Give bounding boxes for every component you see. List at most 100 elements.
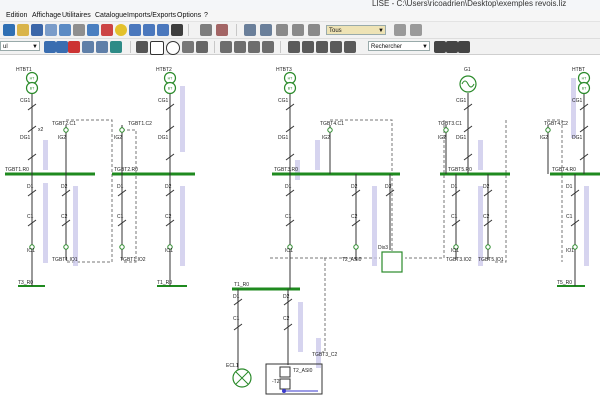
switch-icon[interactable] xyxy=(316,41,328,53)
menu-edition[interactable]: Edition xyxy=(6,12,28,19)
horizontal-line-icon[interactable] xyxy=(234,41,246,53)
save-icon[interactable] xyxy=(31,24,43,36)
aux-ig-4: IG2 xyxy=(438,135,446,141)
menu-imports-exports[interactable]: Imports/Exports xyxy=(127,12,177,19)
separator xyxy=(280,41,281,53)
layer-select-value: ul xyxy=(3,44,8,50)
export-icon[interactable] xyxy=(59,24,71,36)
catalog-icon[interactable] xyxy=(157,24,169,36)
io-label: IO1 xyxy=(27,248,35,254)
document-icon[interactable] xyxy=(87,24,99,36)
layer-select[interactable]: ul ▼ xyxy=(0,41,40,51)
ecl-label: ECL1 xyxy=(226,363,239,369)
search-combo[interactable]: Rechercher ▼ xyxy=(368,41,430,51)
menu-affichage[interactable]: Affichage xyxy=(32,12,62,19)
ruler-icon[interactable] xyxy=(216,24,228,36)
aux-cable-4: TGBT3.C1 xyxy=(438,121,462,127)
feeder-end-4: TGBT3.IO2 xyxy=(446,257,472,263)
menu-help[interactable]: ? xyxy=(204,12,208,19)
separator xyxy=(188,24,189,36)
menu-utilitaires[interactable]: Utilitaires xyxy=(62,12,91,19)
cable-icon[interactable] xyxy=(330,41,342,53)
pointer-icon[interactable] xyxy=(136,41,148,53)
ellipse-icon[interactable] xyxy=(166,41,180,55)
zoom-in-icon[interactable] xyxy=(244,24,256,36)
d-label: D2 xyxy=(483,184,490,190)
asi-container[interactable] xyxy=(265,363,323,395)
new-file-icon[interactable] xyxy=(3,24,15,36)
printer-icon[interactable] xyxy=(73,24,85,36)
balance-icon[interactable] xyxy=(410,24,422,36)
sheet-icon[interactable] xyxy=(143,24,155,36)
bus-label-3: TGBT3.R0 xyxy=(274,167,298,173)
connector-icon[interactable] xyxy=(248,41,260,53)
junction-icon[interactable] xyxy=(262,41,274,53)
text-icon[interactable] xyxy=(196,41,208,53)
small-bus-3: T5_R0 xyxy=(557,280,572,286)
vertical-line-icon[interactable] xyxy=(220,41,232,53)
cg-label-1: CG1 xyxy=(20,98,31,104)
open-folder-icon[interactable] xyxy=(17,24,29,36)
dg-label-1: DG1 xyxy=(20,135,31,141)
fill-icon[interactable] xyxy=(56,41,68,53)
tgbt3-c2-label: TGBT3_C2 xyxy=(312,352,338,358)
line-icon[interactable] xyxy=(182,41,194,53)
d-label: D1 xyxy=(27,184,34,190)
ht-glyph: HT xyxy=(582,77,588,81)
breaker-icon[interactable] xyxy=(288,41,300,53)
mode-select[interactable]: Tous ▼ xyxy=(326,25,386,35)
search-placeholder: Rechercher xyxy=(371,44,403,50)
dix3-box[interactable] xyxy=(381,251,403,273)
c-label: C2 xyxy=(483,214,490,220)
tool-icon[interactable] xyxy=(171,24,183,36)
notes-icon[interactable] xyxy=(129,24,141,36)
cg-label-5: CG1 xyxy=(572,98,583,104)
zoom-out-icon[interactable] xyxy=(260,24,272,36)
dix-label: Dix3 xyxy=(378,245,388,251)
fit-view-icon[interactable] xyxy=(292,24,304,36)
move-icon[interactable] xyxy=(110,41,122,53)
calculate-icon[interactable] xyxy=(394,24,406,36)
pan-hand-icon[interactable] xyxy=(276,24,288,36)
menu-catalogue[interactable]: Catalogue xyxy=(95,12,127,19)
page-view-icon[interactable] xyxy=(308,24,320,36)
previous-icon[interactable] xyxy=(434,41,446,53)
next-icon[interactable] xyxy=(446,41,458,53)
c-label: C2 xyxy=(61,214,68,220)
bt-glyph: BT xyxy=(582,87,587,91)
toolbar-drawing: ul ▼ Rechercher ▼ xyxy=(0,39,600,55)
source-label-4: G1 xyxy=(464,67,471,73)
d-label: D2 xyxy=(61,184,68,190)
asi-io-label: -T2 xyxy=(272,379,280,385)
rectangle-icon[interactable] xyxy=(150,41,164,55)
cg-label-2: CG1 xyxy=(158,98,169,104)
align-icon[interactable] xyxy=(82,41,94,53)
d-label: D2 xyxy=(351,184,358,190)
distribute-icon[interactable] xyxy=(96,41,108,53)
remove-icon[interactable] xyxy=(68,41,80,53)
grid-icon[interactable] xyxy=(200,24,212,36)
asi-box-label: T2_ASI0 xyxy=(293,368,313,374)
aux-ig-3: IG2 xyxy=(322,135,330,141)
diagram-canvas[interactable]: HT BT HT BT HT BT HT BT HTBT1 HTBT2 HTBT… xyxy=(0,55,600,403)
color-icon[interactable] xyxy=(44,41,56,53)
load-icon[interactable] xyxy=(344,41,356,53)
d-label: D1 xyxy=(117,184,124,190)
asi-box-icon-2 xyxy=(279,378,291,390)
feeder-end-1: TGBT1.IO1 xyxy=(52,257,78,263)
source-label-5: HTBT xyxy=(572,67,585,73)
c-label: C1 xyxy=(27,214,34,220)
delete-icon[interactable] xyxy=(101,24,113,36)
c-label: C1 xyxy=(117,214,124,220)
save-as-icon[interactable] xyxy=(45,24,57,36)
separator xyxy=(130,41,131,53)
fuse-icon[interactable] xyxy=(302,41,314,53)
aux-cable-1: TGBT2.C1 xyxy=(52,121,76,127)
find-icon[interactable] xyxy=(458,41,470,53)
dg-label-5: DG1 xyxy=(572,135,583,141)
d-label: D1 xyxy=(451,184,458,190)
menu-options[interactable]: Options xyxy=(177,12,202,19)
sub-c-2: C2 xyxy=(283,316,290,322)
lightbulb-icon[interactable] xyxy=(115,24,127,36)
io-label: IO1 xyxy=(566,248,574,254)
